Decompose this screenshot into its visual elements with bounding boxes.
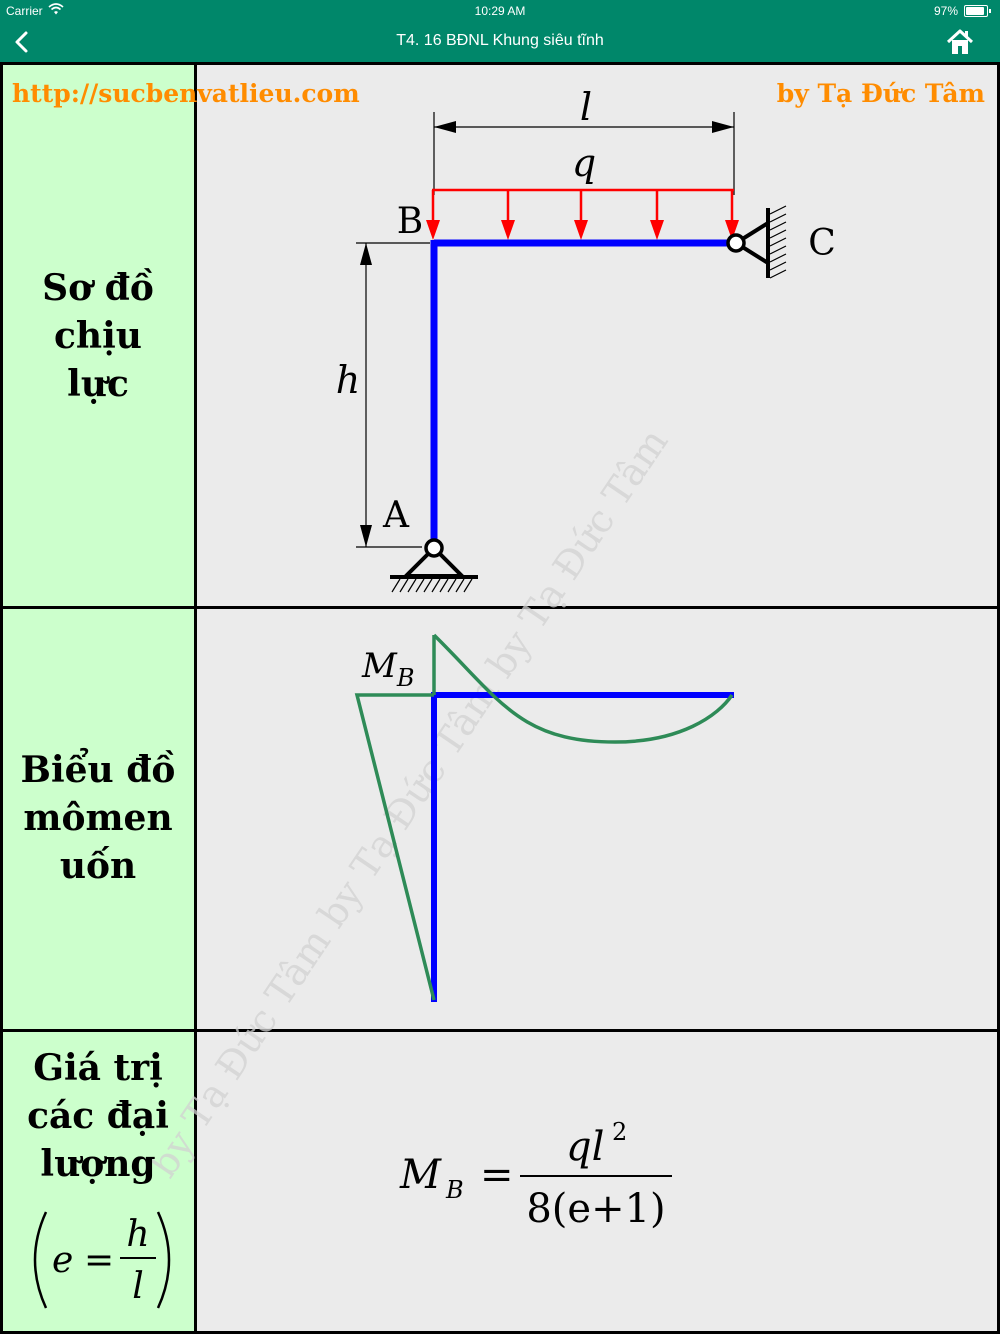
support-c-hatch [769,205,787,279]
label-line: Biểu đồ [21,749,176,791]
label-cell-1 [3,65,194,606]
def-numerator: h [126,1214,149,1255]
chevron-left-icon[interactable] [8,26,38,58]
clock: 10:29 AM [474,4,526,18]
formula-equals: = [480,1152,514,1198]
left-paren [33,1211,48,1309]
label-cell-2 [3,609,194,1029]
label-line: chịu [54,315,142,357]
content-area: by Tạ Đức Tâm by Tạ Đức Tâm by Tạ Đức Tâ… [0,62,1000,1334]
diagram-cell-2 [197,609,997,1029]
formula-exponent: 2 [612,1118,627,1146]
loading-scheme: l q [336,85,836,593]
battery-percent: 97% [933,4,958,18]
moment-diagram: MB [354,633,734,1002]
page-title: T4. 16 BĐNL Khung siêu tĩnh [396,32,604,49]
label-cell-3 [3,1032,194,1331]
hinge-a [424,538,444,558]
dim-arrow [712,121,734,133]
moment-label: MB [361,646,414,692]
length-label: l [580,85,592,129]
dim-arrow [360,243,372,265]
support-a-hatch [391,578,473,593]
label-line: các đại [27,1095,169,1137]
carrier-label: Carrier [6,4,43,18]
right-paren [156,1211,171,1309]
label-line: Sơ đồ [42,267,154,309]
dim-arrow [434,121,456,133]
label-line: Giá trị [33,1047,163,1089]
nav-bar: T4. 16 BĐNL Khung siêu tĩnh [0,22,1000,62]
battery-icon [964,5,991,17]
e-definition: e = h l [33,1211,171,1309]
row-label-2: Biểu đồ mômen uốn [21,749,176,887]
height-label: h [336,358,360,402]
label-line: uốn [60,845,136,887]
formula-denominator: 8(e+1) [526,1186,665,1232]
dim-arrow [360,525,372,547]
def-equals: = [84,1240,114,1281]
formula-lhs: M [399,1152,442,1198]
node-c-label: C [808,223,836,264]
row-label-3: Giá trị các đại lượng [27,1047,169,1185]
site-url: http://sucbenvatlieu.com [12,79,360,108]
load-arrows [426,190,739,240]
author-credit: by Tạ Đức Tâm [777,79,985,108]
hinge-c [726,233,746,253]
node-a-label: A [382,495,410,536]
label-line: lực [67,363,129,405]
diagram-cell-1 [197,65,997,606]
formula-lhs-sub: B [445,1176,464,1204]
moment-curve [354,633,734,1001]
diagram-table: by Tạ Đức Tâm by Tạ Đức Tâm by Tạ Đức Tâ… [0,62,1000,1334]
formula-numerator: ql [566,1124,604,1170]
load-label: q [572,141,596,185]
row-label-1: Sơ đồ chịu lực [42,267,154,405]
formula-cell [197,1032,997,1331]
status-bar: Carrier 10:29 AM 97% [0,0,1000,22]
home-icon[interactable] [946,28,974,56]
def-denominator: l [132,1266,144,1307]
moment-formula: M B = ql 2 8(e+1) [399,1118,672,1232]
def-var: e [52,1240,73,1281]
wifi-icon [48,3,64,15]
node-b-label: B [397,201,423,242]
label-line: lượng [40,1143,155,1185]
label-line: mômen [23,797,172,839]
